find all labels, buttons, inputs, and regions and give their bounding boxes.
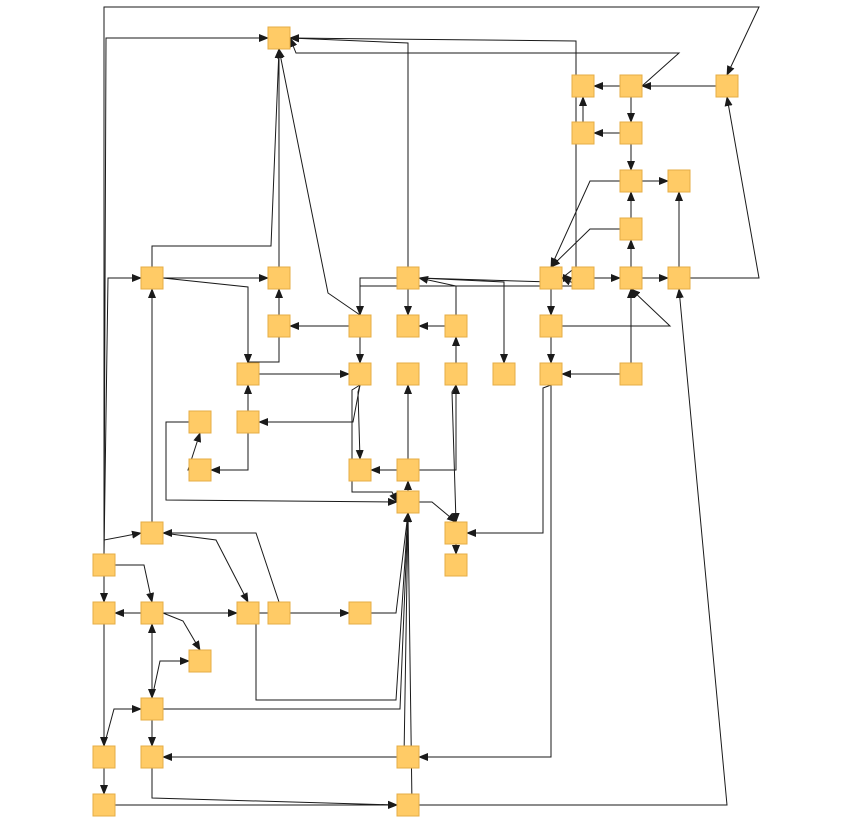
edge-m7f-to-b11b (466, 384, 552, 537)
edge-b11a-to-b13c (162, 532, 249, 603)
node-layer (92, 26, 739, 817)
edge-b13e-to-m10a (371, 512, 411, 614)
node-r3b[interactable] (667, 169, 691, 193)
node-m6e[interactable] (539, 314, 563, 338)
edge-b13b-to-b14a (162, 612, 201, 651)
node-b13a[interactable] (92, 601, 116, 625)
edge-m5d-to-top (289, 34, 577, 279)
node-m5g[interactable] (667, 266, 691, 290)
node-m5a[interactable] (140, 266, 164, 290)
edge-b16a-to-b15a (103, 705, 142, 747)
node-top[interactable] (267, 26, 291, 50)
node-b13d[interactable] (267, 601, 291, 625)
node-m5e[interactable] (571, 266, 595, 290)
node-m9c[interactable] (396, 458, 420, 482)
edge-b12a-to-r1c (103, 6, 760, 554)
edge-m8b-to-m9a (210, 433, 249, 474)
edge-m7b-to-m9b (355, 384, 364, 460)
node-b15a[interactable] (140, 697, 164, 721)
edge-r3a-to-m5d (550, 180, 620, 268)
node-m5f[interactable] (619, 266, 643, 290)
node-b11b[interactable] (444, 521, 468, 545)
node-r3a[interactable] (619, 169, 643, 193)
edge-m7d-to-b11b (451, 384, 460, 523)
edge-b13b-to-m10a (163, 512, 412, 701)
node-b11a[interactable] (140, 521, 164, 545)
edge-b13d-to-b11a (162, 529, 280, 603)
node-b13c[interactable] (236, 601, 260, 625)
node-b12b[interactable] (444, 553, 468, 577)
node-m9b[interactable] (348, 458, 372, 482)
node-b16a[interactable] (92, 745, 116, 769)
edge-m9c-to-m7d (419, 384, 460, 471)
node-m7a[interactable] (236, 362, 260, 386)
edge-b12a-to-b13b (115, 564, 155, 603)
edge-m5a-to-m7a (162, 277, 252, 364)
edge-m5g-to-r1c (690, 96, 760, 279)
node-m10a[interactable] (396, 490, 420, 514)
edge-r1b-to-top (289, 37, 681, 87)
node-m6c[interactable] (396, 314, 420, 338)
node-b16b[interactable] (140, 745, 164, 769)
node-m6b[interactable] (348, 314, 372, 338)
node-r2a[interactable] (571, 121, 595, 145)
edge-b12a-to-top (103, 34, 269, 555)
edge-m10a-to-b11b (419, 501, 457, 523)
edge-m6e-to-m5f (562, 288, 672, 327)
node-r4a[interactable] (619, 217, 643, 241)
node-m7c[interactable] (396, 362, 420, 386)
node-m6d[interactable] (444, 314, 468, 338)
node-r1a[interactable] (571, 74, 595, 98)
node-m8a[interactable] (188, 410, 212, 434)
node-m9a[interactable] (188, 458, 212, 482)
node-m7g[interactable] (619, 362, 643, 386)
edge-m6b-to-top (276, 48, 361, 316)
node-m6a[interactable] (267, 314, 291, 338)
edge-b16b-to-b17b (151, 768, 398, 809)
edge-m7b-to-m10a (351, 384, 398, 503)
edge-m8a-to-m10a (165, 421, 398, 506)
node-b13b[interactable] (140, 601, 164, 625)
edge-b17b-to-m5g (419, 288, 728, 806)
node-b12a[interactable] (92, 553, 116, 577)
edge-b15a-to-m10a (163, 512, 412, 710)
node-r1b[interactable] (619, 74, 643, 98)
node-m5b[interactable] (267, 266, 291, 290)
node-m5c[interactable] (396, 266, 420, 290)
node-m8b[interactable] (236, 410, 260, 434)
node-m7e[interactable] (492, 362, 516, 386)
node-m7b[interactable] (348, 362, 372, 386)
node-m7f[interactable] (539, 362, 563, 386)
node-r2b[interactable] (619, 121, 643, 145)
node-b13e[interactable] (348, 601, 372, 625)
node-m7d[interactable] (444, 362, 468, 386)
node-m5d[interactable] (539, 266, 563, 290)
edge-m5c-to-top (289, 34, 409, 267)
edge-b12a-to-m5a (103, 274, 142, 555)
edge-m5a-to-top (151, 48, 283, 267)
edge-r4a-to-m5d (550, 228, 620, 268)
node-b16c[interactable] (396, 745, 420, 769)
node-b14a[interactable] (188, 649, 212, 673)
edge-m7f-to-b16c (418, 385, 552, 761)
node-b17a[interactable] (92, 793, 116, 817)
node-b17b[interactable] (396, 793, 420, 817)
node-r1c[interactable] (715, 74, 739, 98)
edge-b15a-to-b14a (151, 657, 190, 699)
